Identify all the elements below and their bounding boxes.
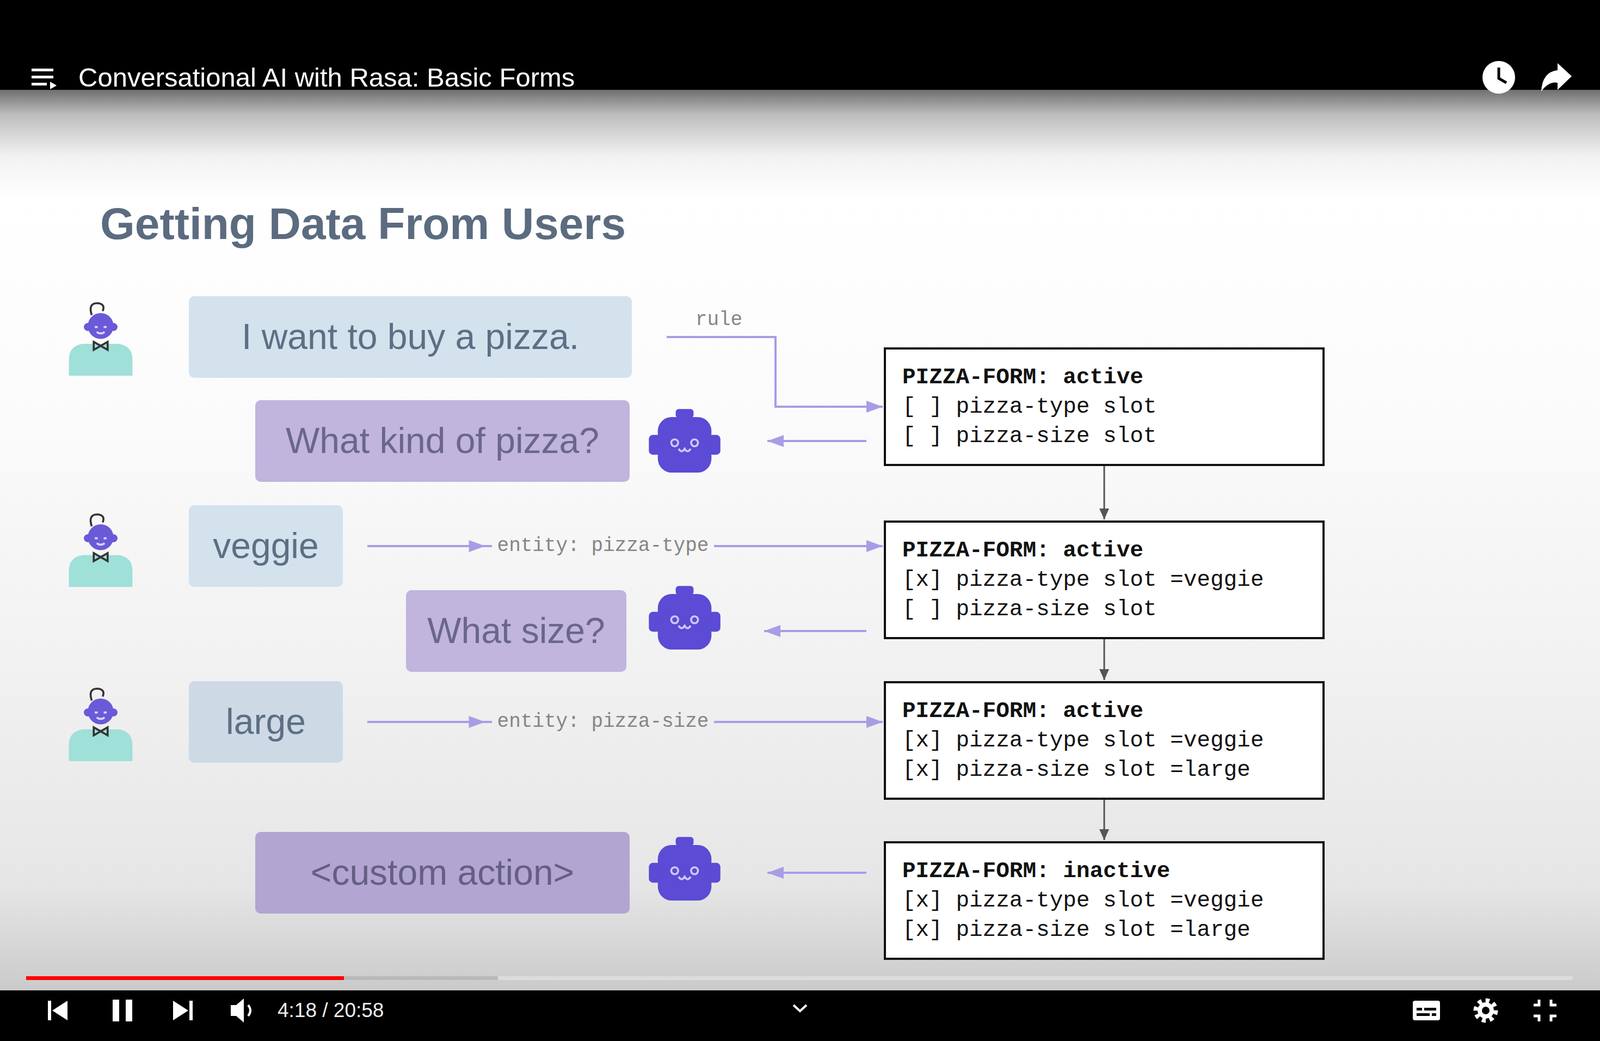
bot-message: What kind of pizza?	[255, 400, 630, 482]
icon-bar	[125, 999, 133, 1021]
message-text: What kind of pizza?	[285, 420, 600, 462]
volume-icon	[230, 998, 251, 1023]
next-icon	[173, 1000, 193, 1020]
user-message: large	[188, 680, 343, 763]
bot-avatar	[648, 836, 720, 901]
arrow-head	[469, 715, 486, 728]
slot-line: [x] pizza-type slot =veggie	[902, 885, 1307, 915]
form-state-box: PIZZA-FORM: active[x] pizza-type slot =v…	[883, 520, 1325, 639]
icon-bar	[47, 1000, 52, 1020]
message-text: <custom action>	[310, 851, 575, 894]
slot-line: [ ] pizza-type slot	[902, 391, 1307, 422]
progress-played	[26, 975, 344, 980]
icon-line	[1424, 1007, 1437, 1011]
gear-teeth	[1475, 1000, 1496, 1020]
bot-action: <custom action>	[255, 831, 630, 914]
connector-arrow	[1103, 465, 1106, 520]
icon-line	[1416, 1007, 1423, 1011]
clock-face	[1482, 60, 1516, 94]
pause-icon	[112, 999, 133, 1021]
settings-icon	[1475, 1000, 1496, 1020]
captions-icon	[1412, 1000, 1440, 1020]
connector-arrow	[767, 439, 867, 442]
speaker	[230, 998, 244, 1023]
entity-label: entity: pizza-type	[491, 532, 715, 559]
slot-line: [x] pizza-size slot =large	[902, 914, 1307, 945]
connector-arrow	[764, 629, 867, 632]
form-state-box: PIZZA-FORM: active[ ] pizza-type slot[ ]…	[883, 347, 1325, 466]
video-title: Conversational AI with Rasa: Basic Forms	[78, 61, 575, 94]
progress-track	[26, 975, 1573, 980]
form-state-box: PIZZA-FORM: inactive[x] pizza-type slot …	[883, 840, 1325, 960]
user-avatar	[69, 688, 133, 761]
share-icon	[1541, 63, 1572, 92]
form-status: PIZZA-FORM: active	[902, 696, 1307, 726]
user-avatar	[69, 303, 133, 376]
icon-triangle	[50, 81, 57, 90]
message-text: I want to buy a pizza.	[241, 316, 580, 358]
bot-avatar	[648, 585, 720, 650]
video-time: 4:18 / 20:58	[277, 998, 384, 1023]
chevron-icon	[793, 1004, 807, 1011]
icon-line	[31, 68, 54, 72]
icon-line	[1431, 1012, 1437, 1016]
message-text: large	[225, 700, 306, 743]
user-message: veggie	[188, 505, 343, 587]
icon-line	[31, 75, 54, 79]
message-text: veggie	[212, 525, 319, 567]
clock-hands	[1498, 67, 1507, 83]
form-status: PIZZA-FORM: active	[902, 535, 1307, 565]
progress-buffered	[26, 975, 498, 980]
slot-line: [x] pizza-size slot =large	[902, 754, 1307, 785]
slot-line: [x] pizza-type slot =veggie	[902, 725, 1307, 755]
rule-label: rule	[690, 306, 748, 333]
icon-triangle	[52, 1000, 68, 1020]
exit-fullscreen-icon	[1533, 999, 1557, 1021]
message-text: What size?	[427, 610, 605, 652]
icon-frame	[1412, 1000, 1440, 1020]
icon-line	[31, 82, 47, 86]
arrow-head	[469, 539, 486, 552]
icon-line	[1416, 1012, 1430, 1016]
connector-arrow	[1103, 638, 1106, 680]
bot-message: What size?	[405, 589, 627, 672]
previous-icon	[47, 1000, 68, 1020]
playlist-icon	[31, 68, 57, 90]
connector-arrow	[767, 871, 867, 874]
connector-arrow	[1103, 799, 1106, 840]
icon-bar	[189, 1000, 193, 1020]
watch-later-icon	[1482, 60, 1516, 94]
form-state-box: PIZZA-FORM: active[x] pizza-type slot =v…	[883, 680, 1325, 800]
slide-title: Getting Data From Users	[100, 197, 626, 251]
icon-bar	[112, 999, 120, 1021]
entity-label: entity: pizza-size	[491, 708, 715, 735]
sound-wave	[248, 1004, 251, 1016]
slot-line: [ ] pizza-size slot	[902, 421, 1307, 451]
slot-line: [x] pizza-type slot =veggie	[902, 564, 1307, 595]
icon-triangle	[173, 1000, 189, 1020]
form-status: PIZZA-FORM: active	[902, 362, 1307, 392]
form-status: PIZZA-FORM: inactive	[902, 856, 1307, 886]
user-message: I want to buy a pizza.	[188, 296, 632, 378]
bot-avatar	[648, 408, 720, 473]
connector-arrow	[666, 336, 883, 407]
slot-line: [ ] pizza-size slot	[902, 594, 1307, 624]
gear-body	[1477, 1001, 1494, 1019]
user-avatar	[69, 514, 133, 587]
gear-hole	[1481, 1006, 1490, 1014]
